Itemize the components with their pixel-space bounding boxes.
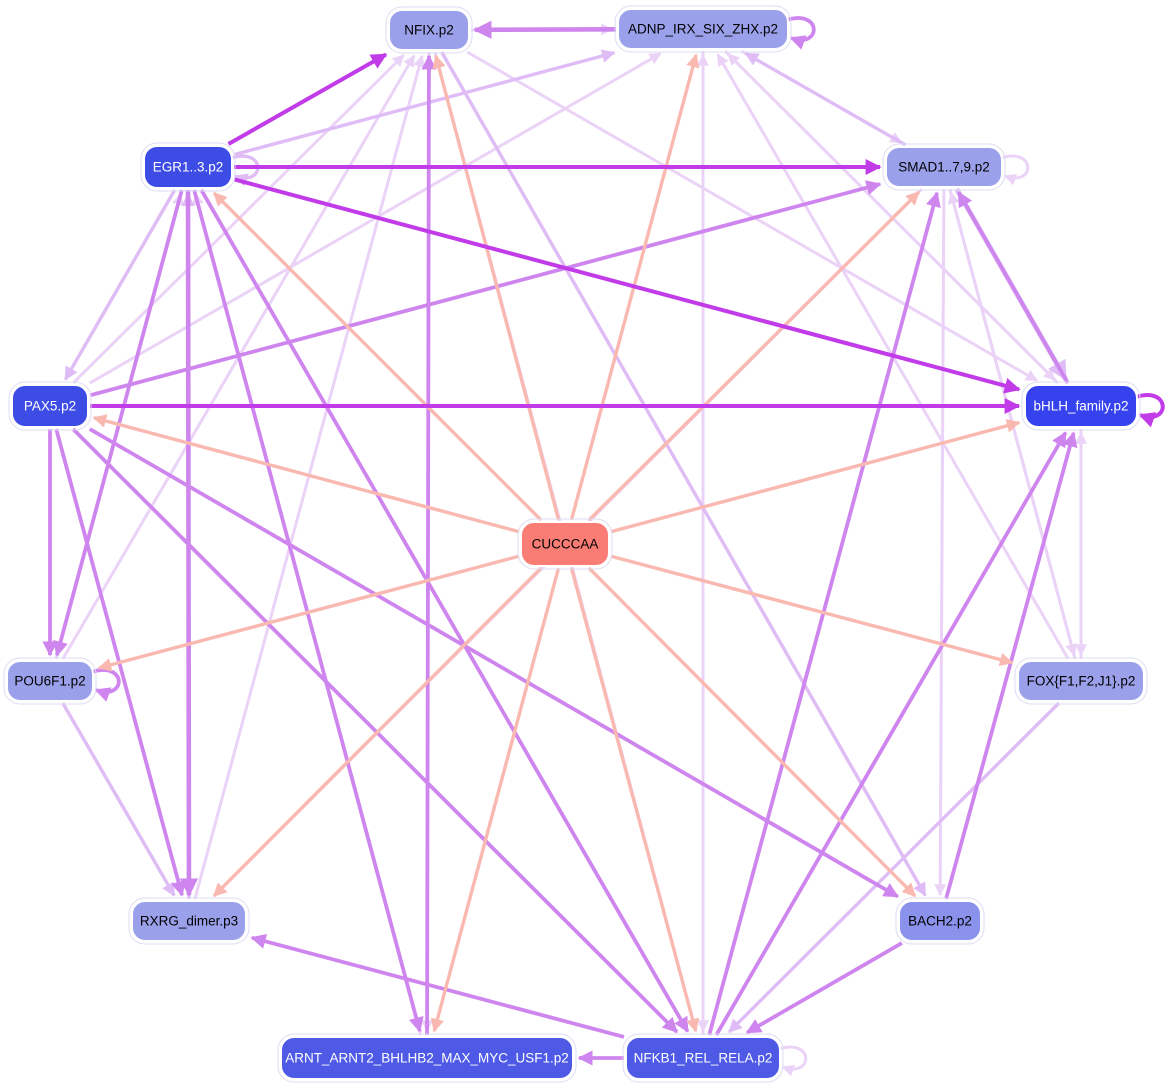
node-outline [128, 897, 250, 945]
edge-CUC-POU [97, 554, 520, 672]
node-EGR[interactable]: EGR1..3.p2 [140, 142, 236, 192]
self-loop-NFKB [778, 1045, 808, 1077]
node-outline [622, 1033, 784, 1083]
edge-CUC-RXRG [212, 566, 543, 898]
node-shape[interactable] [143, 145, 233, 189]
edge-EGR-NFKB [199, 189, 690, 1033]
node-outline [517, 518, 613, 570]
edge-BHLH-SMAD [957, 191, 1070, 384]
edge-NFIX-BACH [440, 51, 927, 897]
self-loop-BHLH [1135, 393, 1165, 428]
edge-CUC-ARNT [430, 567, 561, 1033]
edge-CUC-BACH [587, 566, 917, 898]
node-shape[interactable] [617, 8, 789, 50]
node-shape[interactable] [280, 1036, 574, 1080]
edge-NFKB-BHLH [714, 431, 1068, 1036]
node-PAX5[interactable]: PAX5.p2 [8, 381, 92, 431]
node-POU[interactable]: POU6F1.p2 [3, 657, 97, 705]
node-outline [614, 5, 792, 53]
node-shape[interactable] [131, 900, 247, 942]
node-NFIX[interactable]: NFIX.p2 [385, 6, 473, 54]
node-shape[interactable] [1017, 660, 1145, 702]
node-ADNP[interactable]: ADNP_IRX_SIX_ZHX.p2 [614, 5, 792, 53]
edge-EGR-PAX5 [63, 189, 177, 381]
edge-ADNP-NFIX [473, 20, 617, 39]
node-outline [140, 142, 236, 192]
edge-CUC-NFIX [432, 54, 561, 521]
edge-CUC-PAX5 [92, 414, 520, 534]
edge-PAX5-SMAD [89, 180, 882, 398]
node-outline [8, 381, 92, 431]
node-BACH[interactable]: BACH2.p2 [895, 897, 985, 945]
edge-SMAD-ADNP [744, 52, 907, 147]
edge-NFIX-BHLH [466, 50, 1038, 382]
node-shape[interactable] [625, 1036, 781, 1080]
node-shape[interactable] [898, 900, 982, 942]
edge-CUC-SMAD [587, 190, 920, 522]
edge-EGR-NFIX [227, 52, 388, 146]
edge-CUC-BHLH [610, 419, 1021, 534]
node-FOX[interactable]: FOX{F1,F2,J1}.p2 [1014, 657, 1148, 705]
edge-POU-RXRG [61, 702, 176, 897]
node-outline [1021, 381, 1141, 431]
edge-EGR-BHLH [233, 177, 1021, 394]
edge-CUC-FOX [610, 554, 1014, 667]
node-outline [882, 143, 1006, 191]
edge-SMAD-BACH [934, 188, 947, 897]
node-outline [3, 657, 97, 705]
edge-PAX5-BACH [88, 427, 899, 899]
edge-RXRG-NFIX [193, 54, 426, 900]
node-shape[interactable] [1024, 384, 1138, 428]
edge-ARNT-NFIX [421, 54, 437, 1036]
node-outline [1014, 657, 1148, 705]
edge-EGR-POU [53, 189, 184, 657]
edge-CUC-NFKB [569, 567, 700, 1033]
node-shape[interactable] [11, 384, 89, 428]
edge-EGR-ARNT [192, 189, 424, 1033]
node-NFKB[interactable]: NFKB1_REL_RELA.p2 [622, 1033, 784, 1083]
edge-BACH-NFKB [745, 941, 903, 1035]
node-SMAD[interactable]: SMAD1..7,9.p2 [882, 143, 1006, 191]
edge-EGR-ADNP [233, 49, 616, 157]
edge-layer [42, 16, 1165, 1077]
node-shape[interactable] [388, 9, 470, 51]
node-shape[interactable] [6, 660, 94, 702]
node-outline [277, 1033, 577, 1083]
edge-EGR-RXRG [179, 189, 199, 897]
self-loop-SMAD [1000, 154, 1030, 186]
node-shape[interactable] [885, 146, 1003, 188]
self-loop-ADNP [786, 16, 816, 50]
node-RXRG[interactable]: RXRG_dimer.p3 [128, 897, 250, 945]
edge-FOX-NFKB [727, 701, 1061, 1034]
edge-NFKB-RXRG [250, 933, 625, 1039]
edge-PAX5-NFKB [71, 427, 679, 1034]
node-BHLH[interactable]: bHLH_family.p2 [1021, 381, 1141, 431]
edge-CUC-EGR [212, 191, 543, 522]
node-CUC[interactable]: CUCCCAA [517, 518, 613, 570]
node-outline [385, 6, 473, 54]
node-ARNT[interactable]: ARNT_ARNT2_BHLHB2_MAX_MYC_USF1.p2 [277, 1033, 577, 1083]
node-outline [895, 897, 985, 945]
node-shape[interactable] [520, 521, 610, 567]
